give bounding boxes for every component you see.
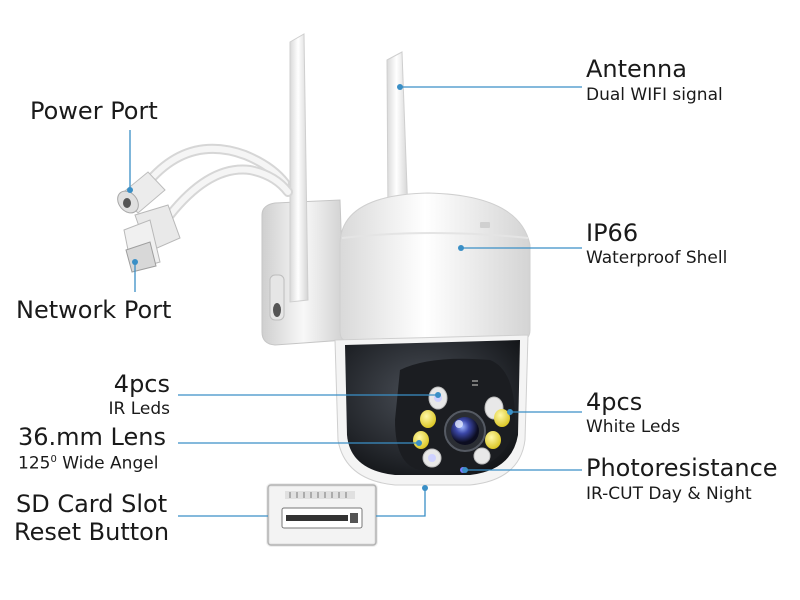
ir-leds-title: 4pcs: [113, 370, 170, 398]
antenna-title: Antenna: [586, 55, 687, 83]
white-leds-subtitle: White Leds: [586, 417, 681, 437]
lens-title: 36.mm Lens: [18, 423, 166, 451]
lens-subtitle: 1250 Wide Angel: [18, 453, 159, 474]
network-connector: [123, 204, 181, 273]
leader-dots: [127, 84, 513, 491]
network-port-label: Network Port: [16, 296, 172, 324]
ip66-title: IP66: [586, 219, 639, 247]
ir-led-bottom-left: [422, 448, 442, 468]
power-connector: [117, 171, 166, 214]
cables: [145, 143, 293, 220]
left-antenna: [289, 33, 309, 303]
right-antenna: [386, 51, 409, 219]
camera-lens: [444, 410, 486, 452]
leader-lines: [129, 86, 582, 517]
sd-card-inset: [266, 483, 378, 547]
sd-card-label: SD Card Slot: [16, 490, 168, 518]
white-leds-title: 4pcs: [586, 388, 643, 416]
photoresistance-title: Photoresistance: [586, 454, 778, 482]
white-led-bottom: [473, 447, 491, 465]
photoresistance-subtitle: IR-CUT Day & Night: [586, 484, 752, 504]
reset-button-label: Reset Button: [14, 518, 170, 546]
antenna-subtitle: Dual WIFI signal: [586, 85, 723, 105]
power-port-label: Power Port: [30, 97, 158, 125]
ir-leds-subtitle: IR Leds: [108, 399, 170, 419]
yellow-leds: [413, 409, 510, 449]
sd-card-leader-right: [376, 488, 426, 517]
ip66-subtitle: Waterproof Shell: [586, 248, 728, 268]
dome-shell: [339, 192, 531, 341]
